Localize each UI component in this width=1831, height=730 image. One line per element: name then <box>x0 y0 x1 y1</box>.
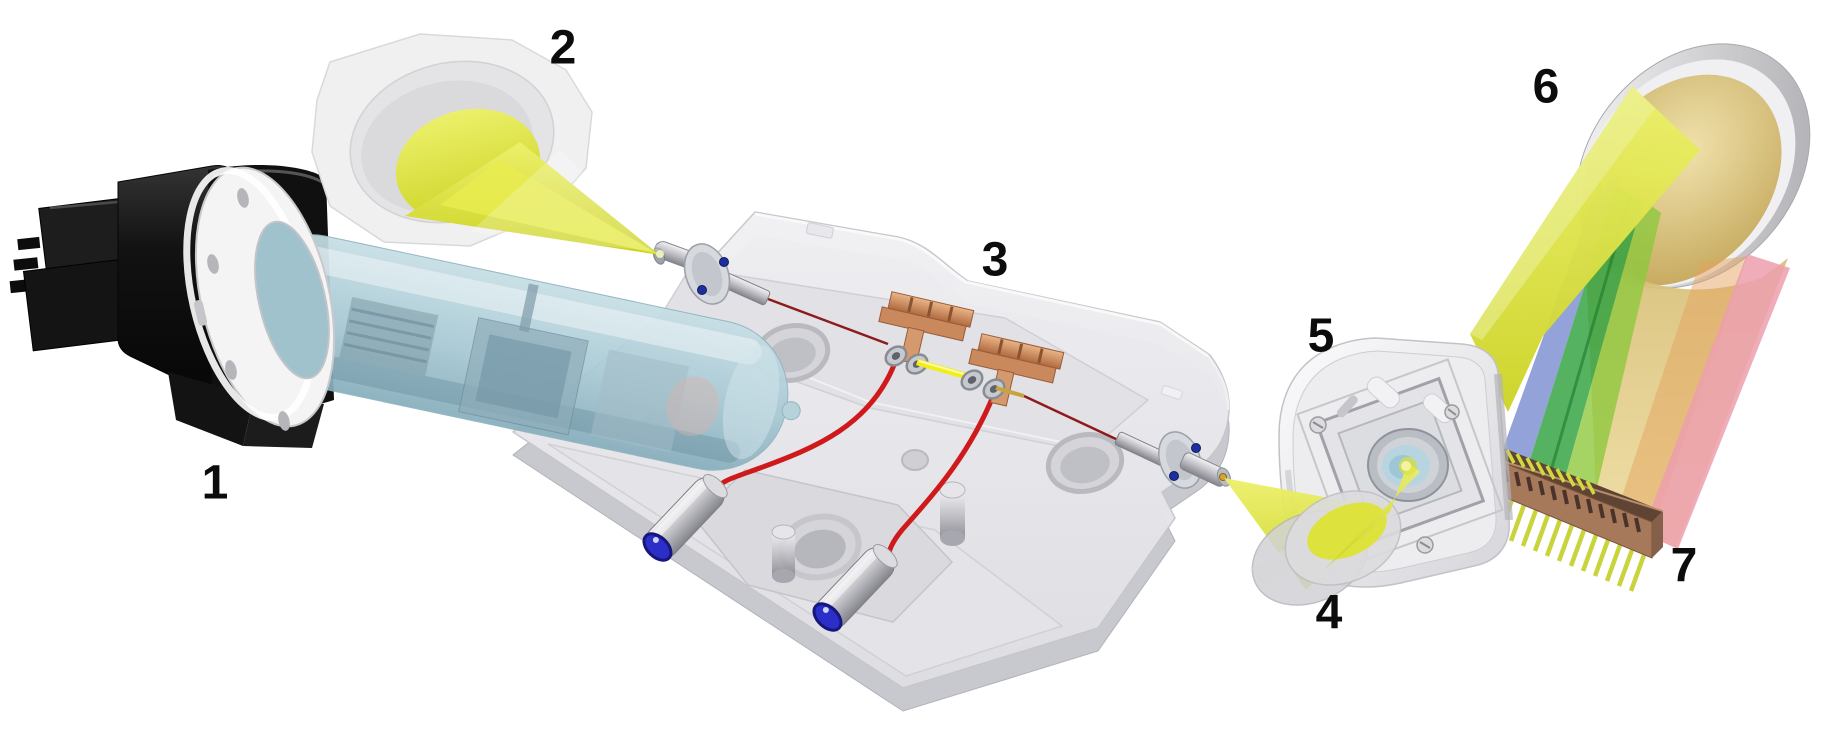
array-end-cap <box>1652 511 1663 558</box>
lens-illuminated-spot <box>1307 502 1387 560</box>
detection-window-glow <box>918 360 965 375</box>
lamp-bulb <box>235 234 801 471</box>
capillary-fitting-left <box>642 474 728 562</box>
input-fiber-ferrule <box>652 241 771 306</box>
block-slot <box>805 222 834 239</box>
dispersed-spectrum <box>1496 186 1790 549</box>
housing-depth-edge <box>1494 373 1513 521</box>
flange-hole <box>207 254 219 274</box>
condenser-lens-group <box>311 33 664 258</box>
focusing-lens-group <box>1224 457 1420 606</box>
capillary-line-outlet <box>1023 394 1119 442</box>
flange-hole <box>225 360 237 380</box>
capillary-cassette-block <box>512 211 1230 712</box>
spectrum-band-green <box>1524 186 1643 496</box>
lamp-assembly <box>9 164 801 471</box>
block-slot <box>1160 385 1183 400</box>
capillary-tube-left <box>717 359 899 488</box>
callout-5: 5 <box>1308 310 1335 363</box>
ferrule-screw <box>1169 471 1179 481</box>
block-small-hole <box>901 449 929 471</box>
block-hole-ring-bottom <box>778 513 862 581</box>
callout-7: 7 <box>1671 540 1698 593</box>
array-top-ticks <box>1495 446 1596 495</box>
block-hole-ring-right <box>1045 432 1125 494</box>
callout-6: 6 <box>1533 61 1560 114</box>
ferrule-screw <box>697 285 707 295</box>
ferrule-screw <box>719 257 729 267</box>
spectrum-band-pink <box>1642 254 1790 549</box>
block-top-edge-highlight <box>754 212 1209 358</box>
capillary-fitting-right <box>812 544 898 632</box>
focus-point <box>1401 461 1411 471</box>
flange-slot <box>193 300 207 326</box>
bulb-tip-nub <box>781 401 801 421</box>
block-pin <box>939 481 966 546</box>
flange-hole <box>237 188 249 208</box>
callout-4: 4 <box>1316 587 1343 640</box>
cone-focus-tip <box>656 250 664 258</box>
callout-2: 2 <box>550 22 577 75</box>
spectrum-band-orange <box>1614 256 1748 538</box>
capillary-line-inlet <box>767 297 889 346</box>
flange-opening <box>254 220 330 380</box>
callout-1: 1 <box>202 457 229 510</box>
lamp-flange <box>183 166 336 431</box>
light-cone-lamp-to-cassette <box>395 108 664 258</box>
bulb-internal-electrodes <box>339 283 720 453</box>
callout-3: 3 <box>982 234 1009 287</box>
clamp-ferrule-rings-right <box>960 369 1006 400</box>
capillary-tube-right <box>886 393 997 554</box>
capillary-assembly <box>717 291 1119 554</box>
lamp-rear-box <box>22 258 134 352</box>
spectrum-band-light-green <box>1560 200 1661 509</box>
block-pin <box>771 524 796 583</box>
housing-screw <box>1444 404 1460 420</box>
housing-screw <box>1416 536 1434 554</box>
housing-slot <box>1336 395 1358 418</box>
incident-beam <box>1470 86 1700 412</box>
flange-hole <box>278 411 290 431</box>
ferrule-screw <box>1191 443 1201 453</box>
callout-labels: 1 2 3 4 5 6 7 <box>202 22 1698 640</box>
capillary-gold-segment <box>995 386 1025 398</box>
housing-screw <box>1309 416 1327 434</box>
housing-post <box>1366 376 1400 409</box>
capillary-detection-window <box>916 358 967 380</box>
